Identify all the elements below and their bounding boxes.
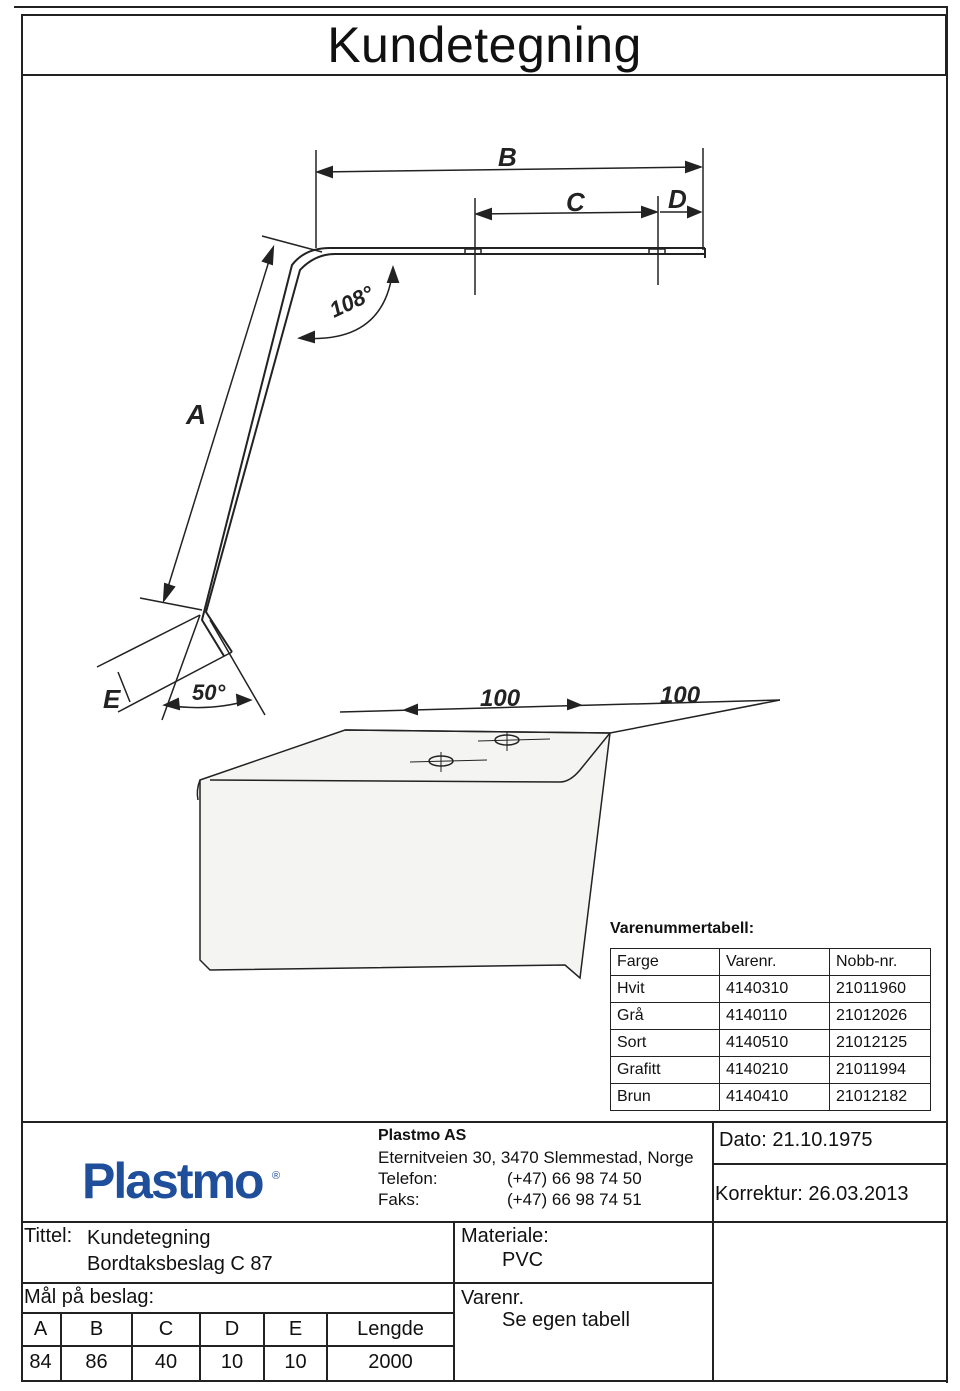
dim-header-E: E (288, 1318, 303, 1340)
varenr-value: Se egen tabell (502, 1309, 630, 1331)
table-row: Sort 4140510 21012125 (610, 1029, 931, 1057)
table-cell: 21011960 (829, 975, 931, 1003)
fax-label: Faks: (378, 1190, 420, 1209)
divider (712, 1163, 948, 1165)
profile-outer (204, 253, 705, 653)
divider (21, 1121, 948, 1123)
dim-value-E: 10 (284, 1351, 307, 1373)
table-cell: Hvit (610, 975, 720, 1003)
dim-header-lengde: Lengde (357, 1318, 424, 1340)
label-dim-100-b: 100 (660, 682, 701, 709)
divider (453, 1221, 455, 1381)
label-angle-108: 108° (326, 281, 378, 323)
plastmo-logo: Plastmo (82, 1153, 265, 1209)
table-header: Nobb-nr. (829, 948, 931, 976)
table-cell: 21012026 (829, 1002, 931, 1030)
dim-value-B: 86 (85, 1351, 108, 1373)
table-cell: Brun (610, 1083, 720, 1111)
label-E: E (103, 684, 121, 714)
table-row: Grafitt 4140210 21011994 (610, 1056, 931, 1084)
phone-label: Telefon: (378, 1169, 438, 1188)
table-cell: Grafitt (610, 1056, 720, 1084)
profile-inner (200, 247, 705, 657)
materiale-value: PVC (502, 1249, 544, 1271)
table-header: Farge (610, 948, 720, 976)
table-header-row: Farge Varenr. Nobb-nr. (610, 948, 931, 976)
label-C: C (566, 187, 586, 217)
maal-label: Mål på beslag: (24, 1286, 155, 1308)
tittel-line-1: Kundetegning (87, 1227, 211, 1249)
table-caption: Varenummertabell: (610, 920, 755, 937)
table-cell: Grå (610, 1002, 720, 1030)
label-B: B (498, 142, 517, 172)
divider (60, 1312, 62, 1382)
label-A: A (185, 399, 206, 430)
dim-header-C: C (158, 1318, 174, 1340)
table-cell: 4140110 (719, 1002, 830, 1030)
fax-value: (+47) 66 98 74 51 (507, 1190, 642, 1209)
company-address: Eternitveien 30, 3470 Slemmestad, Norge (378, 1148, 694, 1167)
date-revised: Korrektur: 26.03.2013 (715, 1183, 909, 1205)
drawing-frame (21, 14, 948, 1382)
tittel-label: Tittel: (24, 1225, 73, 1247)
divider (21, 1221, 948, 1223)
dim-value-A: 84 (29, 1351, 52, 1373)
table-cell: 21012125 (829, 1029, 931, 1057)
title-bar: Kundetegning (21, 14, 948, 76)
table-cell: 21012182 (829, 1083, 931, 1111)
table-cell: 4140510 (719, 1029, 830, 1057)
dim-value-D: 10 (220, 1351, 244, 1373)
outer-frame-top (14, 6, 948, 8)
dim-value-C: 40 (154, 1351, 178, 1373)
divider (712, 1121, 714, 1381)
product-table: Farge Varenr. Nobb-nr. Hvit 4140310 2101… (610, 948, 931, 1111)
table-row: Grå 4140110 21012026 (610, 1002, 931, 1030)
dim-value-lengde: 2000 (368, 1351, 413, 1373)
date-created: Dato: 21.10.1975 (719, 1129, 873, 1151)
table-cell: Sort (610, 1029, 720, 1057)
divider (263, 1312, 265, 1382)
divider (131, 1312, 133, 1382)
divider (21, 1312, 454, 1314)
label-angle-50: 50° (192, 680, 225, 705)
table-cell: 21011994 (829, 1056, 931, 1084)
dim-header-A: A (33, 1318, 48, 1340)
table-cell: 4140210 (719, 1056, 830, 1084)
dim-header-B: B (89, 1318, 104, 1340)
registered-icon: ® (272, 1170, 281, 1182)
divider (199, 1312, 201, 1382)
page-title: Kundetegning (327, 17, 642, 73)
divider (21, 1345, 454, 1347)
phone-value: (+47) 66 98 74 50 (507, 1169, 642, 1188)
varenr-label: Varenr. (461, 1287, 524, 1309)
table-row: Brun 4140410 21012182 (610, 1083, 931, 1111)
divider (326, 1312, 328, 1382)
divider (21, 1282, 713, 1284)
tittel-line-2: Bordtaksbeslag C 87 (87, 1253, 273, 1275)
label-D: D (668, 184, 687, 214)
table-cell: 4140310 (719, 975, 830, 1003)
label-dim-100-a: 100 (480, 685, 521, 712)
table-header: Varenr. (719, 948, 830, 976)
company-name: Plastmo AS (378, 1127, 467, 1144)
materiale-label: Materiale: (461, 1225, 549, 1247)
table-cell: 4140410 (719, 1083, 830, 1111)
dim-header-D: D (224, 1318, 240, 1340)
table-row: Hvit 4140310 21011960 (610, 975, 931, 1003)
